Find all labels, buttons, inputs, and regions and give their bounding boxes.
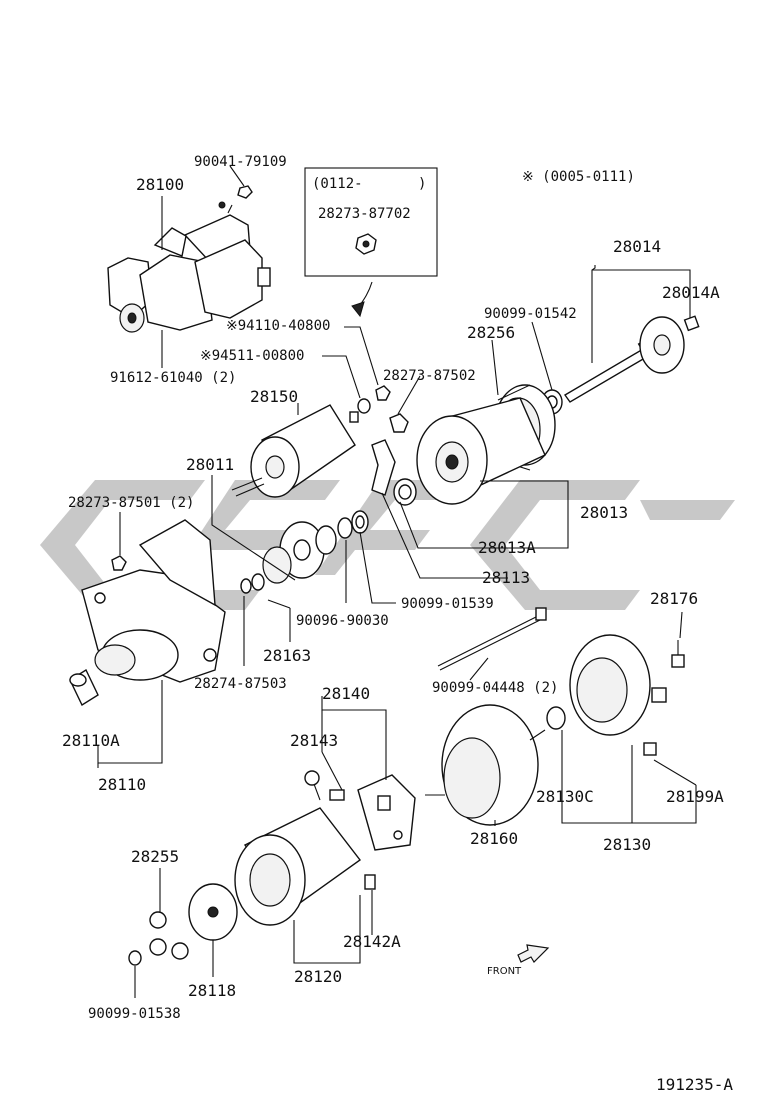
watermark-logo <box>40 480 735 610</box>
label-28199A: 28199A <box>666 787 724 806</box>
leader-lines <box>97 165 697 998</box>
label-28140: 28140 <box>322 684 370 703</box>
label-28273-87502: 28273-87502 <box>383 368 476 384</box>
label-90099-01542: 90099-01542 <box>484 306 577 322</box>
pinion-28011[interactable] <box>262 521 325 584</box>
armature-28160[interactable] <box>425 704 546 826</box>
washer-90099-01538[interactable] <box>128 950 142 966</box>
label-28160: 28160 <box>470 829 518 848</box>
note-range: ※ (0005-0111) <box>522 169 635 185</box>
spring-90096-90030[interactable] <box>315 517 353 555</box>
label-28274-87503: 28274-87503 <box>194 676 287 692</box>
cap-28199A[interactable] <box>643 742 657 756</box>
ring-28163[interactable] <box>251 573 265 591</box>
solenoid-28150[interactable] <box>231 404 359 498</box>
label-90096-90030: 90096-90030 <box>296 613 389 629</box>
inset-range: (0112- <box>312 176 363 192</box>
label-94110-40800: ※94110-40800 <box>226 318 330 334</box>
label-28142A: 28142A <box>343 932 401 951</box>
lever-28113[interactable] <box>371 439 396 496</box>
label-28130: 28130 <box>603 835 651 854</box>
label-28113: 28113 <box>482 568 530 587</box>
label-28014: 28014 <box>613 237 661 256</box>
bolt-90099-04448[interactable] <box>437 607 547 671</box>
ring-90099-01539[interactable] <box>351 510 369 534</box>
drive-housing-28110[interactable] <box>81 519 226 683</box>
label-28118: 28118 <box>188 981 236 1000</box>
brush-28142A[interactable] <box>364 874 376 890</box>
label-94511-00800: ※94511-00800 <box>200 348 304 364</box>
nut-28273-87502[interactable] <box>389 413 409 433</box>
starter-assembly[interactable] <box>107 201 271 333</box>
planetary-shaft[interactable] <box>563 316 685 403</box>
terminal-28143[interactable] <box>304 770 345 801</box>
label-28273-87501: 28273-87501 (2) <box>68 495 194 511</box>
bushing-28014A[interactable] <box>683 315 700 332</box>
planetary-gears-28255[interactable] <box>149 911 189 960</box>
label-28011: 28011 <box>186 455 234 474</box>
inset-box <box>304 167 438 277</box>
label-90099-01538: 90099-01538 <box>88 1006 181 1022</box>
clutch-housing-28013[interactable] <box>416 397 546 505</box>
label-28256: 28256 <box>467 323 515 342</box>
washer-94511-00800[interactable] <box>357 398 371 414</box>
bushing-28110A[interactable] <box>69 668 99 707</box>
label-90041-79109: 90041-79109 <box>194 154 287 170</box>
label-90099-01539: 90099-01539 <box>401 596 494 612</box>
bushing-28130C[interactable] <box>546 706 566 730</box>
nut-94110-40800[interactable] <box>375 385 391 401</box>
label-28150: 28150 <box>250 387 298 406</box>
label-28013A: 28013A <box>478 538 536 557</box>
nut-28273-87501[interactable] <box>111 555 127 571</box>
diagram-id: 191235-A <box>656 1075 733 1094</box>
end-frame-28130[interactable] <box>569 634 667 736</box>
label-28143: 28143 <box>290 731 338 750</box>
front-label: FRONT <box>487 966 522 977</box>
label-28110A: 28110A <box>62 731 120 750</box>
washer-28274-87503[interactable] <box>240 578 252 594</box>
label-28255: 28255 <box>131 847 179 866</box>
inset-range-close: ) <box>418 176 426 192</box>
callout-labels: 90041-79109 28100 91612-61040 (2) (0112-… <box>62 154 733 1094</box>
label-28120: 28120 <box>294 967 342 986</box>
label-28014A: 28014A <box>662 283 720 302</box>
bolt-28176[interactable] <box>671 640 685 668</box>
inset-arrow <box>351 281 373 318</box>
washer-28013A[interactable] <box>393 478 417 506</box>
inset-part-28273-87702: 28273-87702 <box>318 206 411 222</box>
front-arrow-icon <box>517 944 550 963</box>
label-28013: 28013 <box>580 503 628 522</box>
brush-holder-28140[interactable] <box>357 774 416 851</box>
plate-28118[interactable] <box>188 883 238 941</box>
yoke-28120[interactable] <box>234 807 361 926</box>
label-90099-04448: 90099-04448 (2) <box>432 680 558 696</box>
label-28163: 28163 <box>263 646 311 665</box>
label-91612-61040: 91612-61040 (2) <box>110 370 236 386</box>
label-28110: 28110 <box>98 775 146 794</box>
label-28130C: 28130C <box>536 787 594 806</box>
label-28100: 28100 <box>136 175 184 194</box>
label-28176: 28176 <box>650 589 698 608</box>
nut-90041-79109[interactable] <box>237 185 253 199</box>
